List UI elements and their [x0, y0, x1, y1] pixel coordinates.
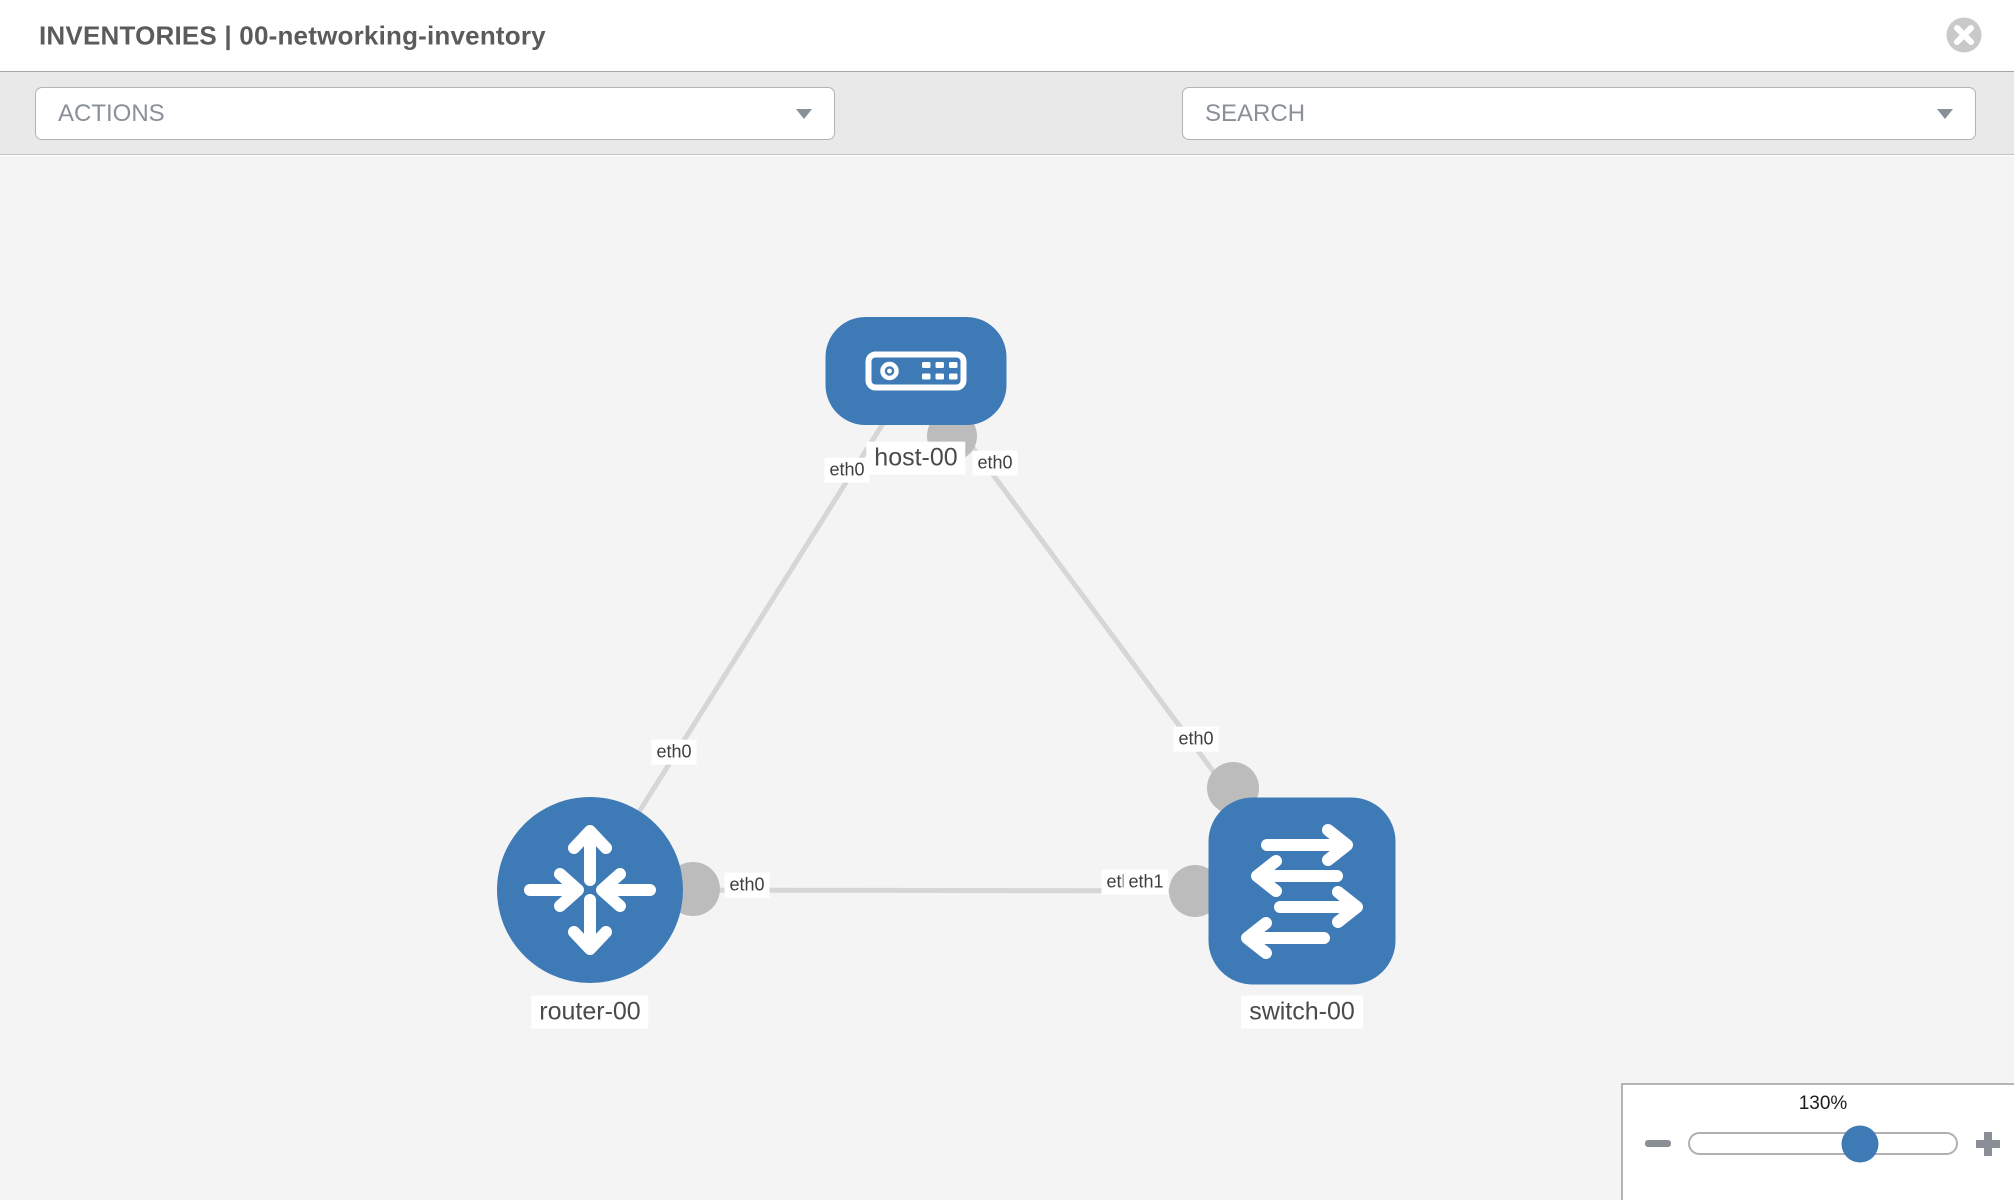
- zoom-in-button[interactable]: [1973, 1129, 2003, 1159]
- interface-label: eth0: [651, 739, 697, 765]
- chevron-down-icon: [796, 108, 812, 119]
- interface-label: eth1: [1123, 869, 1169, 895]
- header: INVENTORIES | 00-networking-inventory: [0, 0, 2014, 71]
- zoom-out-button[interactable]: [1645, 1140, 1671, 1147]
- toolbar: ACTIONS SEARCH: [0, 71, 2014, 205]
- interface-label: eth0: [1173, 726, 1219, 752]
- zoom-panel: 130%: [1621, 1083, 2014, 1200]
- interface-label: eth0: [824, 457, 870, 483]
- switch-arrows-icon: [1241, 824, 1363, 959]
- node-switch-00[interactable]: [1208, 797, 1396, 985]
- node-label-switch-00: switch-00: [1241, 995, 1363, 1029]
- chevron-down-icon: [1937, 108, 1953, 119]
- interface-label: eth0: [972, 450, 1018, 476]
- search-placeholder: SEARCH: [1205, 99, 1306, 127]
- node-label-host-00: host-00: [866, 441, 966, 475]
- zoom-slider-track[interactable]: [1688, 1125, 1958, 1162]
- node-router-00[interactable]: [497, 797, 683, 983]
- topology-svg: [497, 317, 1396, 985]
- search-dropdown[interactable]: SEARCH: [1182, 87, 1976, 140]
- interface-connector: [1169, 865, 1221, 917]
- interface-label: eth0: [724, 872, 770, 898]
- actions-dropdown[interactable]: ACTIONS: [35, 87, 835, 140]
- node-label-router-00: router-00: [531, 995, 649, 1029]
- zoom-level-label: 130%: [1798, 1093, 1848, 1114]
- server-icon: [865, 351, 967, 391]
- page-title: INVENTORIES | 00-networking-inventory: [39, 20, 546, 50]
- topology-canvas[interactable]: eth0eth0eth0eth0eth0eth1eth1host-00route…: [0, 156, 2014, 1200]
- router-arrows-icon: [524, 825, 656, 955]
- link-host-00-router-00[interactable]: [587, 369, 919, 892]
- zoom-slider-handle[interactable]: [1841, 1125, 1879, 1162]
- node-host-00[interactable]: [825, 317, 1007, 425]
- actions-dropdown-label: ACTIONS: [58, 99, 165, 127]
- close-icon[interactable]: [1944, 15, 1984, 55]
